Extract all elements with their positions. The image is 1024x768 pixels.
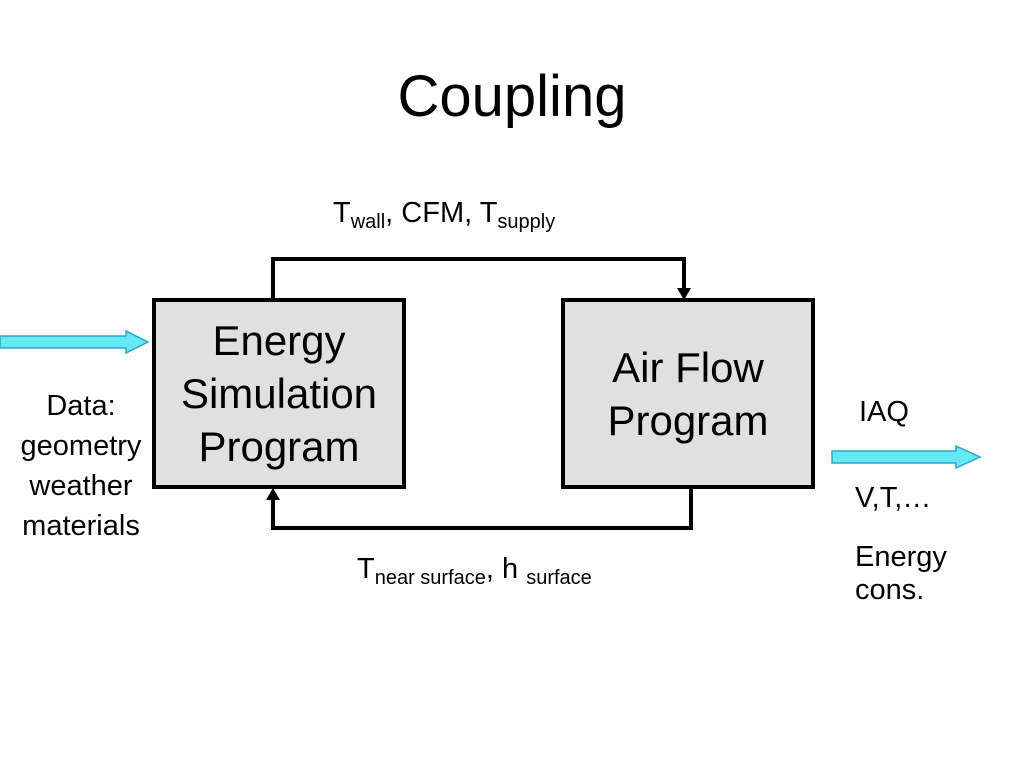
- top-connector-label: Twall, CFM, Tsupply: [333, 196, 556, 233]
- energy-box-line-2: Simulation: [180, 370, 378, 417]
- t-wall-symbol: T: [333, 197, 351, 229]
- t-near-surface-subscript: near surface: [374, 567, 486, 589]
- input-arrow: [0, 329, 150, 355]
- bottom-label-separator: , h: [485, 553, 527, 585]
- airflow-box-line-2: Program: [607, 396, 769, 444]
- bottom-connector-line: [271, 489, 693, 530]
- output-energy-line-1: Energy: [855, 541, 947, 573]
- bottom-connector-arrowhead: [266, 488, 280, 500]
- output-arrow: [831, 444, 982, 470]
- output-iaq-label: IAQ: [859, 396, 909, 428]
- output-energy-line-2: cons.: [855, 574, 925, 606]
- h-surface-subscript: surface: [526, 567, 592, 589]
- input-line-geometry: geometry: [20, 430, 142, 462]
- airflow-box-line-1: Air Flow: [612, 343, 764, 391]
- output-energy-label: Energy cons.: [855, 541, 947, 607]
- top-connector-arrowhead: [677, 288, 691, 300]
- input-line-data: Data:: [46, 390, 116, 422]
- air-flow-program-box: Air Flow Program: [561, 298, 815, 489]
- input-line-weather: weather: [29, 470, 133, 502]
- energy-box-line-3: Program: [198, 423, 360, 470]
- energy-simulation-program-box: Energy Simulation Program: [152, 298, 406, 489]
- t-near-surface-symbol: T: [357, 553, 375, 585]
- input-line-materials: materials: [22, 510, 140, 542]
- slide-title: Coupling: [397, 64, 627, 129]
- t-supply-subscript: supply: [497, 211, 556, 233]
- top-connector-line: [271, 257, 686, 298]
- input-data-label: Data: geometry weather materials: [2, 386, 160, 546]
- top-label-separator: , CFM,: [385, 197, 480, 229]
- bottom-connector-label: Tnear surface, h surface: [357, 552, 592, 589]
- t-wall-subscript: wall: [350, 211, 386, 233]
- output-vt-label: V,T,…: [855, 482, 932, 514]
- energy-box-line-1: Energy: [212, 317, 346, 364]
- t-supply-symbol: T: [479, 197, 498, 229]
